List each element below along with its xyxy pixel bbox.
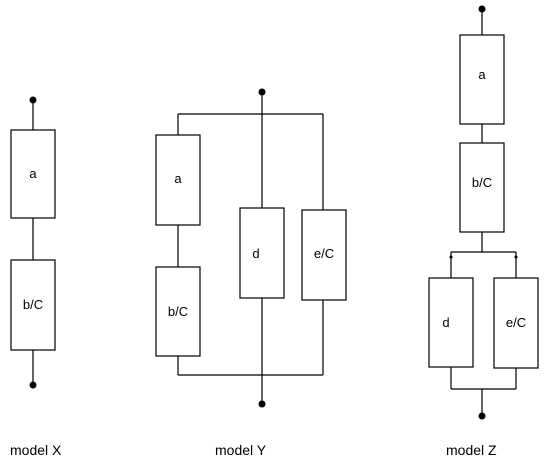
model-z-element-d-label: d [442, 315, 449, 330]
model-y-element-a-label: a [174, 171, 182, 186]
model-z-element-a-label: a [478, 67, 486, 82]
model-z-element-e-c-label: e/C [506, 315, 526, 330]
model-y-element-e-c-label: e/C [314, 246, 334, 261]
model-x-caption: model X [10, 442, 62, 458]
model-x-bottom-terminal [29, 381, 37, 389]
model-z-element-b-c-label: b/C [472, 175, 492, 190]
model-y-element-b-c-label: b/C [168, 304, 188, 319]
model-y-element-e-c [301, 209, 347, 301]
model-z: a b/C d e/C model Z [428, 5, 539, 458]
model-x-element-b-c-label: b/C [23, 297, 43, 312]
model-y-caption: model Y [215, 442, 267, 458]
model-y-element-a [155, 134, 201, 226]
model-z-element-b-c [459, 142, 505, 233]
model-x: a b/C model X [10, 96, 62, 458]
model-y-element-b-c [155, 266, 201, 357]
model-z-caption: model Z [446, 442, 497, 458]
model-y-bottom-terminal [258, 400, 266, 408]
model-z-element-e-c [493, 277, 539, 369]
model-y: a b/C d e/C model Y [155, 88, 347, 458]
model-x-element-b-c [10, 259, 56, 351]
model-x-element-a-label: a [29, 166, 37, 181]
model-y-element-d [239, 207, 285, 299]
model-z-element-d [428, 277, 474, 368]
model-z-bottom-terminal [478, 412, 486, 420]
model-x-element-a [10, 129, 56, 219]
model-y-element-d-label: d [252, 246, 259, 261]
